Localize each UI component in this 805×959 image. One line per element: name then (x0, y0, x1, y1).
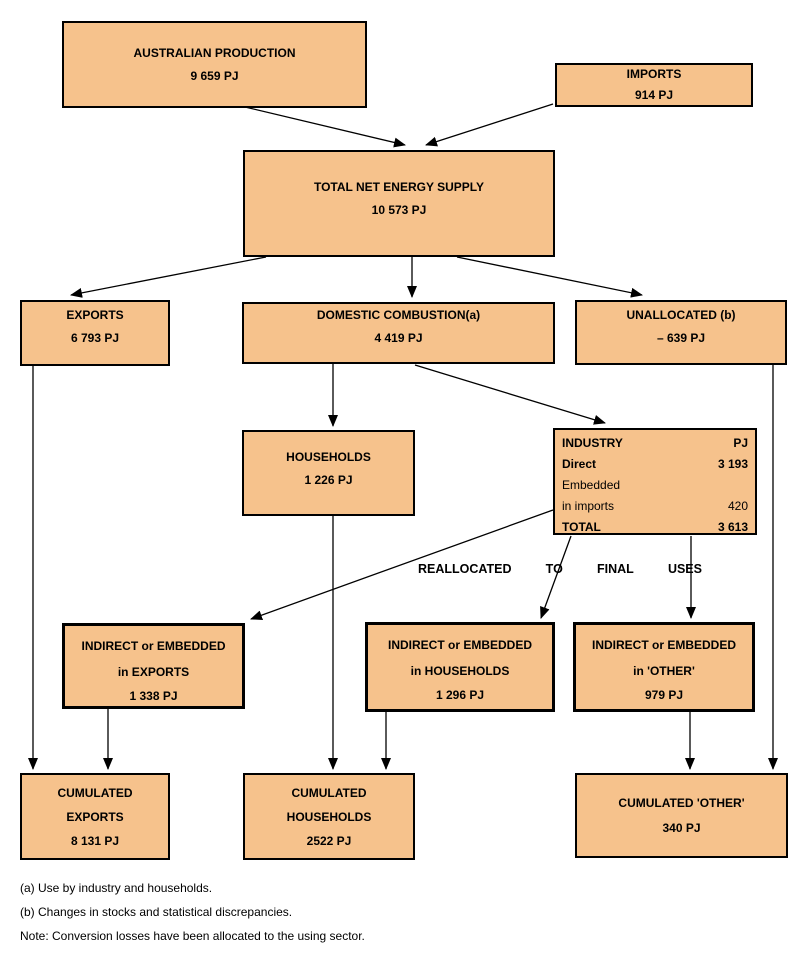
footnote-note: Note: Conversion losses have been alloca… (20, 929, 365, 943)
box-label: in 'OTHER' (633, 664, 695, 678)
box-label: DOMESTIC COMBUSTION(a) (316, 308, 481, 322)
box-total-net-energy-supply: TOTAL NET ENERGY SUPPLY 10 573 PJ (243, 150, 555, 257)
box-value: 8 131 PJ (70, 833, 120, 848)
industry-row-in-imports: in imports 420 (562, 496, 748, 517)
footnotes: (a) Use by industry and households. (b) … (20, 876, 365, 948)
box-header: INDIRECT or EMBEDDED in 'OTHER' (592, 632, 736, 684)
arrow-industry-to-indirect-exports (250, 509, 554, 620)
industry-value: 420 (727, 499, 748, 513)
box-label: INDIRECT or EMBEDDED (591, 638, 736, 652)
realloc-word: FINAL (596, 562, 634, 576)
box-value: 340 PJ (662, 820, 701, 835)
box-indirect-embedded-exports: INDIRECT or EMBEDDED in EXPORTS 1 338 PJ (62, 623, 245, 709)
box-cumulated-exports: CUMULATED EXPORTS 8 131 PJ (20, 773, 170, 860)
box-value: 9 659 PJ (190, 68, 239, 83)
box-unallocated: UNALLOCATED (b) – 639 PJ (575, 300, 787, 365)
box-label: in EXPORTS (117, 665, 190, 679)
industry-row-direct: Direct 3 193 (562, 454, 748, 475)
industry-label: in imports (562, 499, 615, 513)
box-label: INDIRECT or EMBEDDED (387, 638, 532, 652)
box-value: 979 PJ (644, 688, 684, 702)
industry-row-header: INDUSTRY PJ (562, 433, 748, 454)
industry-value: 3 613 (717, 520, 748, 534)
arrow-industry-to-indirect-households (540, 535, 572, 619)
box-value: 2522 PJ (306, 833, 352, 848)
arrow-total-to-unallocated (456, 256, 643, 298)
box-value: 4 419 PJ (374, 331, 423, 345)
footnote-a: (a) Use by industry and households. (20, 881, 213, 895)
arrow-total-to-exports (70, 256, 267, 298)
box-indirect-embedded-households: INDIRECT or EMBEDDED in HOUSEHOLDS 1 296… (365, 622, 555, 712)
box-label: UNALLOCATED (b) (626, 307, 736, 322)
box-label: HOUSEHOLDS (286, 450, 371, 464)
box-australian-production: AUSTRALIAN PRODUCTION 9 659 PJ (62, 21, 367, 108)
box-value: – 639 PJ (656, 330, 706, 345)
realloc-word: REALLOCATED (418, 562, 512, 576)
industry-row-embedded: Embedded (562, 475, 748, 496)
industry-label: INDUSTRY (562, 436, 623, 450)
box-label: TOTAL NET ENERGY SUPPLY (313, 179, 485, 194)
box-header: INDIRECT or EMBEDDED in HOUSEHOLDS (388, 632, 532, 684)
footnote-b: (b) Changes in stocks and statistical di… (20, 905, 293, 919)
box-value: 1 226 PJ (304, 473, 353, 487)
box-label: EXPORTS (66, 809, 124, 824)
box-label: CUMULATED (291, 785, 367, 800)
box-value: 1 338 PJ (129, 689, 178, 703)
industry-row-total: TOTAL 3 613 (562, 517, 748, 538)
box-value: 914 PJ (634, 88, 674, 102)
box-label: INDIRECT or EMBEDDED (81, 639, 226, 653)
box-header: INDIRECT or EMBEDDED in EXPORTS (81, 633, 225, 685)
arrow-domestic-to-industry (414, 364, 606, 425)
box-households: HOUSEHOLDS 1 226 PJ (242, 430, 415, 516)
box-value: 10 573 PJ (371, 202, 427, 217)
realloc-word: USES (667, 562, 702, 576)
box-label: CUMULATED 'OTHER' (618, 795, 745, 810)
box-label: CUMULATED (57, 785, 133, 800)
reallocated-to-final-uses-label: REALLOCATED TO FINAL USES (418, 562, 702, 576)
box-exports: EXPORTS 6 793 PJ (20, 300, 170, 366)
box-label: EXPORTS (66, 308, 124, 322)
box-domestic-combustion: DOMESTIC COMBUSTION(a) 4 419 PJ (242, 302, 555, 364)
industry-label: TOTAL (562, 520, 601, 534)
box-label: IMPORTS (626, 67, 682, 81)
box-cumulated-households: CUMULATED HOUSEHOLDS 2522 PJ (243, 773, 415, 860)
box-label: in HOUSEHOLDS (410, 664, 510, 678)
box-imports: IMPORTS 914 PJ (555, 63, 753, 107)
box-cumulated-other: CUMULATED 'OTHER' 340 PJ (575, 773, 788, 858)
box-label: AUSTRALIAN PRODUCTION (133, 45, 296, 60)
industry-value: PJ (733, 436, 748, 450)
arrow-imports-to-total (425, 103, 554, 147)
box-indirect-embedded-other: INDIRECT or EMBEDDED in 'OTHER' 979 PJ (573, 622, 755, 712)
industry-value: 3 193 (717, 457, 748, 471)
box-value: 6 793 PJ (70, 331, 120, 345)
industry-label: Embedded (562, 478, 621, 492)
realloc-word: TO (545, 562, 563, 576)
industry-label: Direct (562, 457, 597, 471)
arrow-production-to-total (244, 106, 406, 148)
box-value: 1 296 PJ (435, 688, 485, 702)
box-industry-table: INDUSTRY PJ Direct 3 193 Embedded in imp… (553, 428, 757, 535)
box-label: HOUSEHOLDS (286, 809, 372, 824)
